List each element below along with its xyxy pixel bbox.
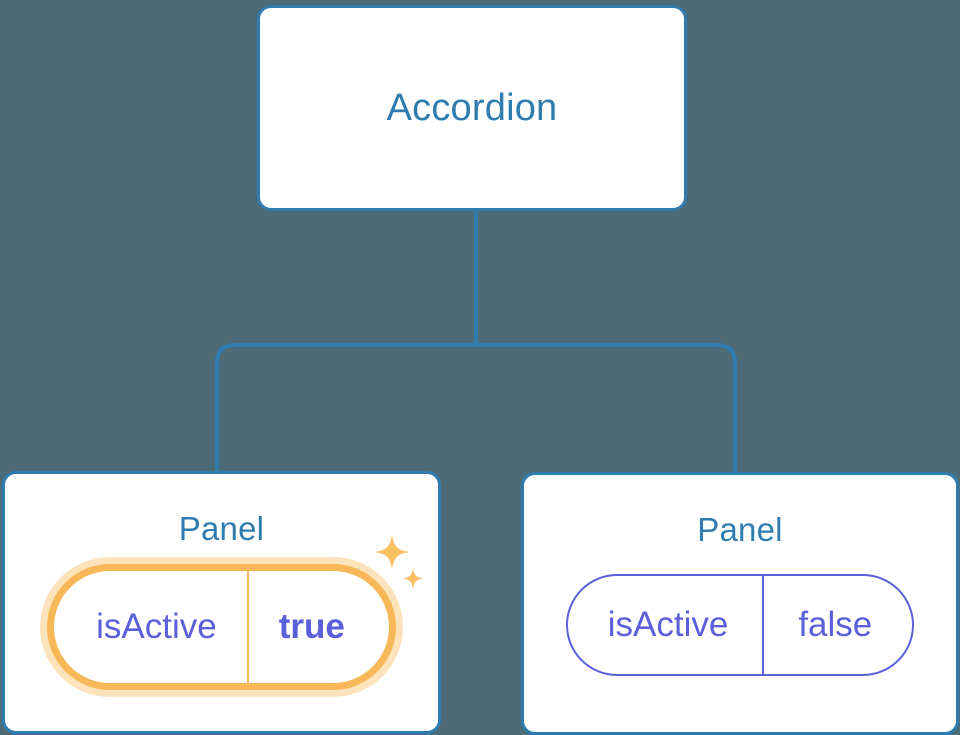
node-panel-active[interactable]: Panel isActive true xyxy=(2,471,441,734)
prop-value: true xyxy=(246,571,389,683)
prop-pill-wrapper-inactive: isActive false xyxy=(565,574,915,676)
prop-pill-isactive-false[interactable]: isActive false xyxy=(565,574,915,676)
prop-pill-wrapper-active: isActive true xyxy=(47,534,424,690)
prop-name: isActive xyxy=(96,607,217,646)
node-panel-active-title: Panel xyxy=(178,510,265,547)
prop-name: isActive xyxy=(607,605,729,644)
node-panel-inactive-title: Panel xyxy=(697,511,783,548)
node-panel-inactive[interactable]: Panel isActive false xyxy=(521,472,959,735)
edge-branch-left xyxy=(215,343,476,471)
node-accordion[interactable]: Accordion xyxy=(257,5,687,211)
node-accordion-title: Accordion xyxy=(386,87,558,129)
prop-pill-isactive-true[interactable]: isActive true xyxy=(47,564,396,690)
prop-value: false xyxy=(762,576,912,674)
edge-branch-right xyxy=(476,343,737,472)
